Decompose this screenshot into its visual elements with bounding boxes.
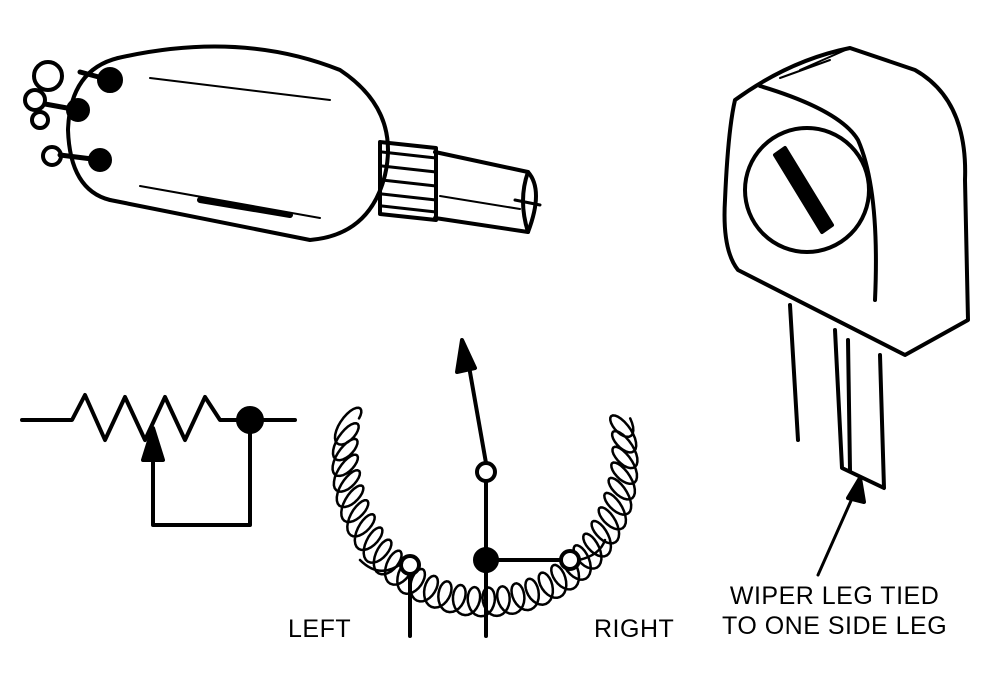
- wiper-leg-label: WIPER LEG TIED TO ONE SIDE LEG: [722, 581, 947, 641]
- trimmer-potentiometer-illustration: [722, 46, 970, 490]
- wiper-leg-pointer-arrow: [816, 476, 866, 577]
- left-terminal-label: LEFT: [288, 615, 352, 643]
- right-terminal-label: RIGHT: [594, 615, 675, 643]
- wirewound-coil-illustration: [331, 338, 639, 638]
- wiper-leg-label-line1: WIPER LEG TIED: [729, 582, 940, 610]
- wiper-leg-label-line2: TO ONE SIDE LEG: [722, 612, 948, 640]
- panel-potentiometer-illustration: [23, 44, 542, 242]
- potentiometer-schematic-symbol: [20, 393, 297, 527]
- terminal-pins: [23, 60, 123, 172]
